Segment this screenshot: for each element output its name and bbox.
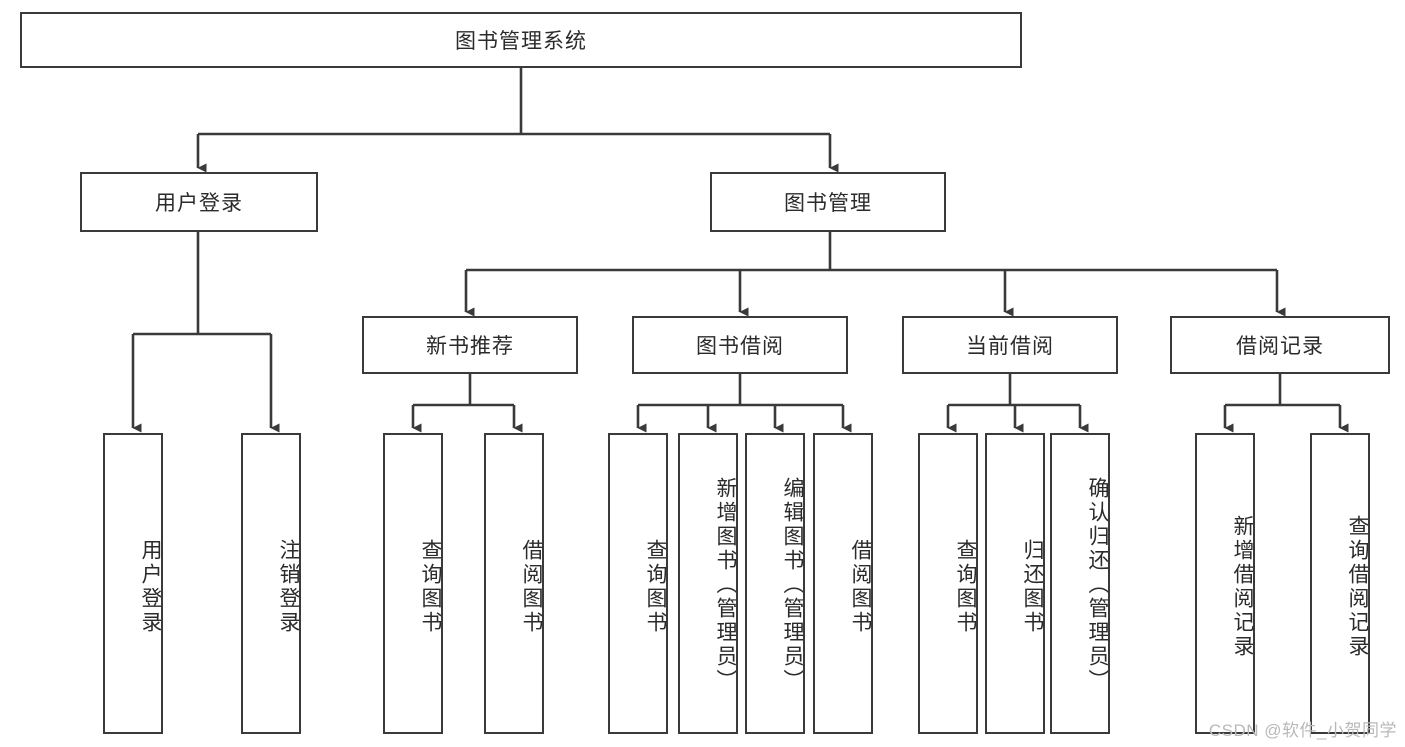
edges-user-login-children [131,232,280,433]
node-leaf-borrow-book-1[interactable]: 借阅图书 [484,433,544,734]
node-current-borrow[interactable]: 当前借阅 [902,316,1118,374]
edges-book-borrow-children [636,374,852,433]
node-leaf-user-login[interactable]: 用户登录 [103,433,163,734]
edges-borrow-record-children [1223,374,1349,433]
node-leaf-edit-book[interactable]: 编辑图书（管理员） [745,433,805,734]
node-leaf-add-book[interactable]: 新增图书（管理员） [678,433,738,734]
node-leaf-add-record[interactable]: 新增借阅记录 [1195,433,1255,734]
edges-book-manage-children [464,232,1286,317]
edges-current-borrow-children [946,374,1089,433]
node-root-title[interactable]: 图书管理系统 [20,12,1022,68]
node-book-manage[interactable]: 图书管理 [710,172,946,232]
node-leaf-return-book[interactable]: 归还图书 [985,433,1045,734]
edges-root-to-level1 [196,68,839,173]
node-leaf-logout-login[interactable]: 注销登录 [241,433,301,734]
watermark-text: CSDN @软件_小贺同学 [1208,721,1397,740]
node-leaf-query-book-1[interactable]: 查询图书 [383,433,443,734]
node-borrow-record[interactable]: 借阅记录 [1170,316,1390,374]
node-leaf-query-record[interactable]: 查询借阅记录 [1310,433,1370,734]
node-new-book-rec[interactable]: 新书推荐 [362,316,578,374]
node-user-login[interactable]: 用户登录 [80,172,318,232]
node-leaf-borrow-book-2[interactable]: 借阅图书 [813,433,873,734]
node-leaf-confirm-return[interactable]: 确认归还（管理员） [1050,433,1110,734]
edges-new-book-rec-children [411,374,523,433]
node-book-borrow[interactable]: 图书借阅 [632,316,848,374]
node-leaf-query-book-3[interactable]: 查询图书 [918,433,978,734]
node-leaf-query-book-2[interactable]: 查询图书 [608,433,668,734]
